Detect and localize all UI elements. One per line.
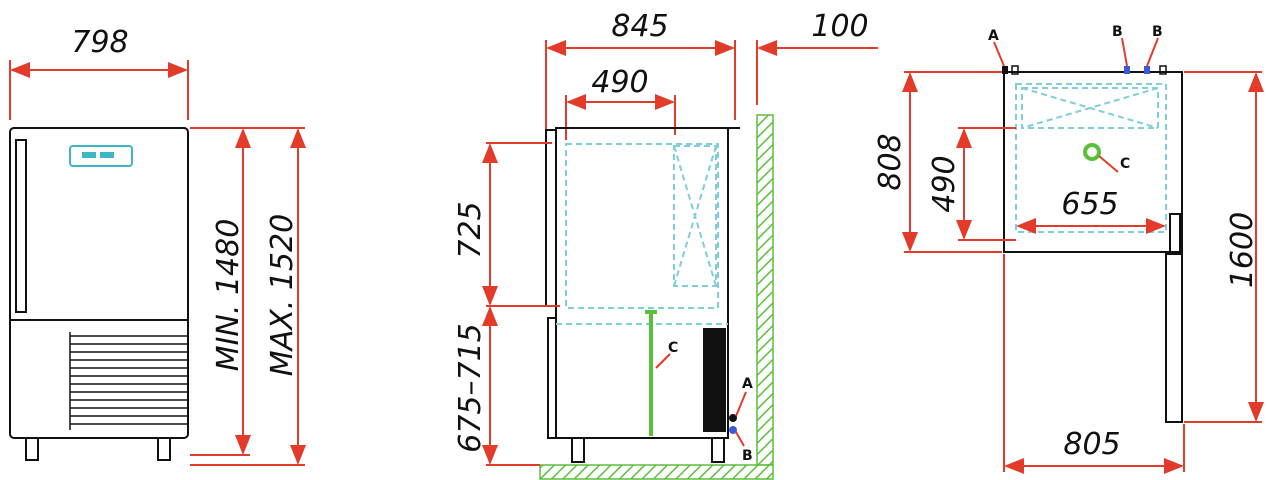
marker-a-leader [735,391,747,417]
front-vent-grille [69,332,188,430]
top-width-label: 805 [1063,427,1120,462]
front-max-height-label: MAX. 1520 [265,214,300,376]
top-marker-b1: B [1112,24,1123,40]
top-view: A B B C 655 808 490 1600 805 [873,24,1264,474]
front-min-height-label: MIN. 1480 [211,219,246,372]
side-evaporator-cross-2 [673,145,717,287]
marker-b-leader [735,431,745,447]
side-foot-right [711,437,725,463]
connector-a-icon [729,414,737,422]
top-connector-a2-icon [1011,65,1019,75]
side-view: 845 100 490 A B C [453,9,878,480]
top-connector-b1-icon [1124,66,1130,74]
top-door-open [1165,253,1183,423]
control-panel [69,145,133,167]
side-chamber-hidden [565,143,719,309]
top-outer-depth-label: 808 [873,133,908,190]
side-upper-height-label: 725 [453,201,488,258]
floor-hatch [539,464,774,480]
door-handle [15,139,27,313]
side-base-height-label: 675–715 [453,323,488,453]
top-door-open-label: 1600 [1225,212,1260,288]
front-view: 798 [9,25,306,466]
side-inner-depth-label: 490 [591,65,648,100]
front-cabinet-body [9,127,189,439]
top-inner-depth-label: 490 [927,155,962,212]
side-marker-a: A [742,376,753,392]
side-evaporator-hidden [673,145,717,287]
top-evaporator-hidden [1021,87,1159,129]
side-marker-c: C [668,340,678,356]
side-depth-label: 845 [611,9,668,44]
top-marker-b2: B [1152,24,1163,40]
top-marker-c: C [1120,156,1130,172]
compressor-block [703,328,726,432]
top-connector-extra-icon [1159,65,1167,75]
side-wall-clearance-label: 100 [811,9,868,44]
top-drain-icon [1083,143,1101,161]
marker-c-leader [655,353,671,369]
connector-b-icon [729,426,737,434]
control-display-icon [82,152,96,158]
side-marker-b: B [742,448,753,464]
top-marker-a-leader [993,41,1005,67]
top-connector-b2-icon [1144,66,1150,74]
front-foot-right [157,437,171,461]
top-cabinet-body [1003,71,1183,253]
wall-hatch [756,114,774,466]
side-foot-left [571,437,585,463]
top-connector-a-icon [1002,66,1008,74]
top-door-hinge [1169,213,1181,255]
side-door-upper [545,129,557,307]
side-cabinet-body [555,127,729,439]
side-door-lower [547,317,557,439]
top-inner-width-label: 655 [1061,187,1118,222]
top-marker-a: A [988,28,999,44]
front-width-label: 798 [71,25,128,60]
top-marker-c-leader [1098,155,1119,173]
front-foot-left [25,437,39,461]
top-evaporator-cross-2 [1021,87,1159,129]
top-marker-b2-leader [1146,37,1159,67]
top-marker-b1-leader [1121,37,1128,67]
control-button-icon [100,152,114,158]
